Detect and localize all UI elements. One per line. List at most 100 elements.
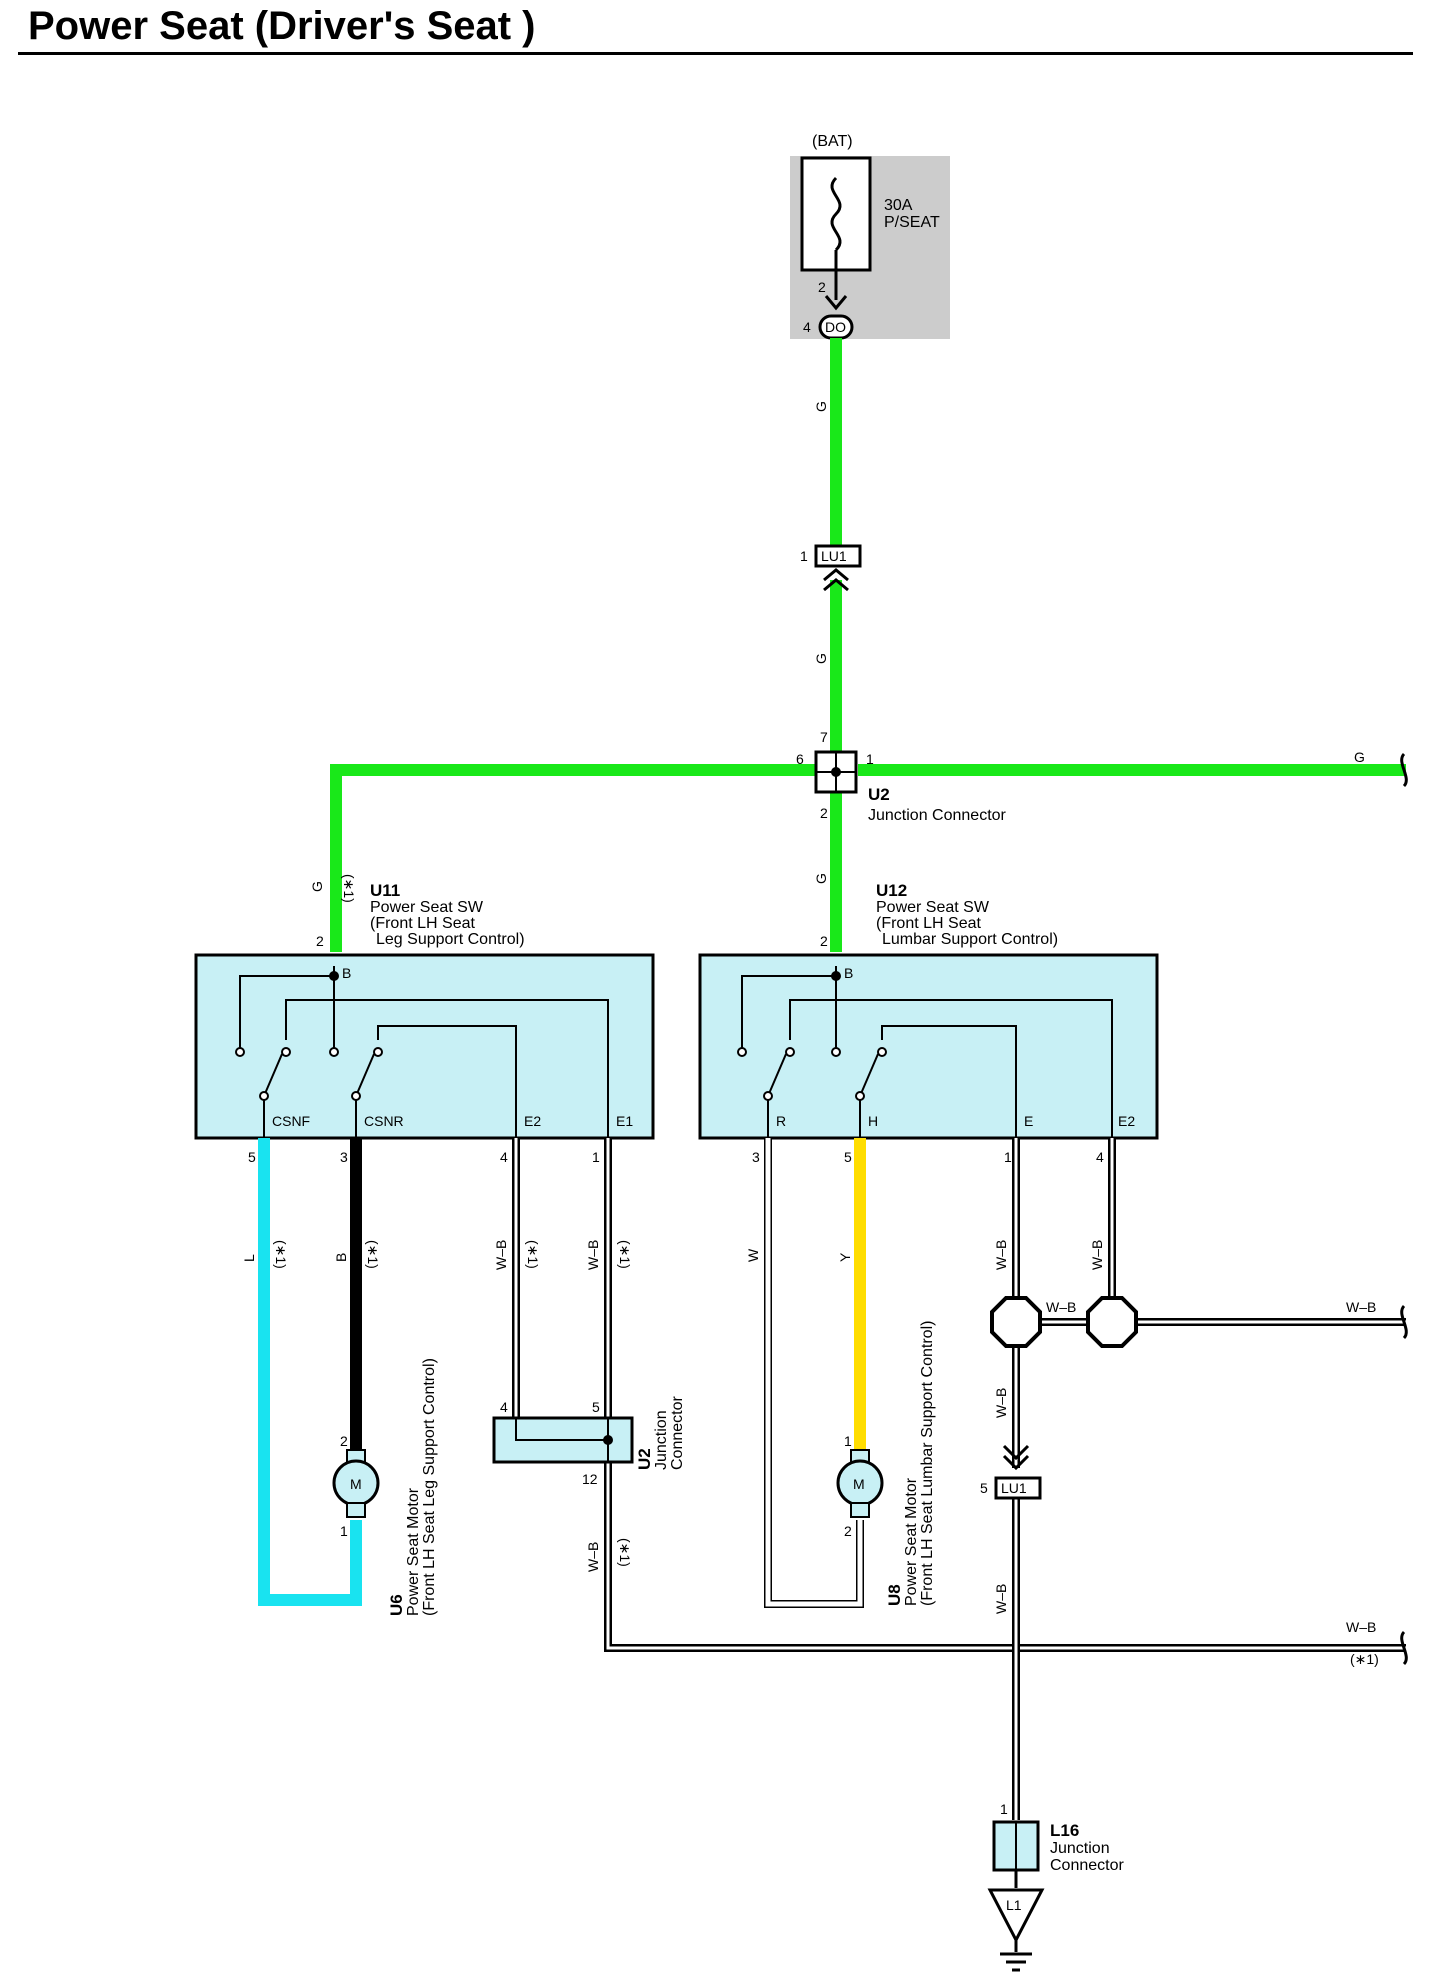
wire-color-g-left: G bbox=[309, 881, 325, 892]
wire-color-y: Y bbox=[837, 1252, 853, 1262]
u8-pin-bot: 2 bbox=[844, 1523, 852, 1539]
wire-note-wb-2: (∗1) bbox=[617, 1240, 633, 1269]
u11-pin-3: 3 bbox=[340, 1149, 348, 1165]
wire-color-g-1: G bbox=[813, 401, 829, 412]
wire-note-wb-3: (∗1) bbox=[617, 1538, 633, 1567]
wire-color-b: B bbox=[333, 1253, 349, 1262]
l16-line1: Junction bbox=[1050, 1840, 1110, 1857]
u2-top-junction: 7 6 1 2 U2 Junction Connector bbox=[796, 729, 1007, 824]
wire-color-wb-6: W–B bbox=[1046, 1299, 1076, 1315]
lu1-bottom-connector: LU1 5 bbox=[980, 1444, 1042, 1500]
u8-pin-top: 1 bbox=[844, 1433, 852, 1449]
splice-point-2 bbox=[1086, 1296, 1138, 1348]
fuse-amp: 30A bbox=[884, 197, 913, 214]
connector-arrow-icon bbox=[824, 295, 848, 311]
fuse-name: P/SEAT bbox=[884, 214, 940, 231]
wire-color-wb-8: W–B bbox=[993, 1584, 1009, 1614]
lu1-top-pin: 1 bbox=[800, 548, 808, 564]
wire-note-b: (∗1) bbox=[365, 1240, 381, 1269]
u6-m: M bbox=[350, 1476, 362, 1492]
u2-pin-6: 6 bbox=[796, 751, 804, 767]
u6-motor: M 2 1 U6 Power Seat Motor (Front LH Seat… bbox=[332, 1358, 438, 1616]
u11-pin-1: 1 bbox=[592, 1149, 600, 1165]
continuation-icon bbox=[1400, 1304, 1408, 1340]
wire-note-wb-1: (∗1) bbox=[525, 1240, 541, 1269]
continuation-icon bbox=[1400, 1630, 1408, 1666]
u12-switch: U12 Power Seat SW (Front LH Seat Lumbar … bbox=[698, 881, 1159, 1165]
u11-body bbox=[194, 953, 655, 1140]
u12-pin-1: 1 bbox=[1004, 1149, 1012, 1165]
u12-pin-5: 5 bbox=[844, 1149, 852, 1165]
u11-line3: Leg Support Control) bbox=[376, 931, 525, 948]
wire-color-l: L bbox=[241, 1254, 257, 1262]
wire-color-wb-4: W–B bbox=[993, 1240, 1009, 1270]
wire-color-wb-r1: W–B bbox=[1346, 1299, 1376, 1315]
u2-low-pin-5: 5 bbox=[592, 1399, 600, 1415]
u6-pin-top: 2 bbox=[340, 1433, 348, 1449]
u11-pin-4: 4 bbox=[500, 1149, 508, 1165]
u2-low-id: U2 bbox=[635, 1448, 654, 1470]
do-pin: 4 bbox=[803, 319, 811, 335]
lu1-top-label: LU1 bbox=[821, 548, 847, 564]
u12-pin-b: 2 bbox=[820, 933, 828, 949]
u11-term-csnf: CSNF bbox=[272, 1113, 310, 1129]
u8-line1: Power Seat Motor bbox=[903, 1477, 920, 1606]
lu1-bottom-label: LU1 bbox=[1001, 1480, 1027, 1496]
wire-color-wb-r2: W–B bbox=[1346, 1619, 1376, 1635]
u11-term-b: B bbox=[342, 965, 351, 981]
do-label: DO bbox=[825, 319, 846, 335]
double-chevron-icon bbox=[823, 568, 849, 592]
u12-id: U12 bbox=[876, 881, 907, 900]
wire-color-g-2: G bbox=[813, 653, 829, 664]
u2-low-pin-4: 4 bbox=[500, 1399, 508, 1415]
lu1-top-connector: LU1 1 bbox=[800, 544, 862, 592]
u11-line1: Power Seat SW bbox=[370, 899, 484, 916]
wire-color-wb-7: W–B bbox=[993, 1388, 1009, 1418]
u8-motor: M 1 2 U8 Power Seat Motor (Front LH Seat… bbox=[836, 1321, 936, 1606]
u2-lower-junction: 4 5 12 U2 Junction Connector bbox=[492, 1396, 686, 1487]
u6-wires bbox=[258, 1138, 362, 1606]
wire-note-wb-r2: (∗1) bbox=[1350, 1651, 1379, 1667]
u11-term-e2: E2 bbox=[524, 1113, 541, 1129]
lu1-bottom-pin: 5 bbox=[980, 1480, 988, 1496]
u6-pin-bot: 1 bbox=[340, 1523, 348, 1539]
wire-color-g-3: G bbox=[813, 873, 829, 884]
u2-low-pin-12: 12 bbox=[582, 1471, 598, 1487]
u11-pin-b: 2 bbox=[316, 933, 324, 949]
l16-pin: 1 bbox=[1000, 1801, 1008, 1817]
u11-switch: U11 Power Seat SW (Front LH Seat Leg Sup… bbox=[194, 881, 655, 1165]
u12-term-h: H bbox=[868, 1113, 878, 1129]
wire-color-wb-3: W–B bbox=[585, 1542, 601, 1572]
wire-color-wb-2: W–B bbox=[585, 1240, 601, 1270]
ground-icon bbox=[987, 1888, 1045, 1944]
page-title: Power Seat (Driver's Seat ) bbox=[28, 4, 536, 48]
fuse-icon bbox=[830, 176, 842, 252]
battery-fuse-block: (BAT) 30A P/SEAT 2 DO 4 bbox=[790, 133, 950, 340]
u11-term-csnr: CSNR bbox=[364, 1113, 404, 1129]
u12-term-e2: E2 bbox=[1118, 1113, 1135, 1129]
fuse-pin-top: 2 bbox=[818, 279, 826, 295]
u12-term-b: B bbox=[844, 965, 853, 981]
title-rule bbox=[18, 52, 1413, 55]
u12-term-r: R bbox=[776, 1113, 786, 1129]
u2-low-line1: Junction bbox=[653, 1410, 670, 1470]
u2-pin-1: 1 bbox=[866, 751, 874, 767]
u8-id: U8 bbox=[885, 1584, 904, 1606]
u12-pin-3: 3 bbox=[752, 1149, 760, 1165]
u8-m: M bbox=[853, 1476, 865, 1492]
wire-note-l: (∗1) bbox=[273, 1240, 289, 1269]
wire-note-g-left: (∗1) bbox=[341, 874, 357, 903]
u12-term-e: E bbox=[1024, 1113, 1033, 1129]
ground-id: L1 bbox=[1006, 1897, 1022, 1913]
u2-pin-7: 7 bbox=[820, 729, 828, 745]
u2-low-line2: Connector bbox=[669, 1396, 686, 1470]
u2-pin-2: 2 bbox=[820, 805, 828, 821]
u12-body bbox=[698, 953, 1159, 1140]
u12-line2: (Front LH Seat bbox=[876, 915, 981, 932]
u6-line1: Power Seat Motor bbox=[405, 1487, 422, 1616]
l16-line2: Connector bbox=[1050, 1857, 1124, 1874]
u6-line2: (Front LH Seat Leg Support Control) bbox=[421, 1358, 438, 1616]
l16-id: L16 bbox=[1050, 1821, 1079, 1840]
u2-top-desc: Junction Connector bbox=[868, 807, 1007, 824]
u11-line2: (Front LH Seat bbox=[370, 915, 475, 932]
